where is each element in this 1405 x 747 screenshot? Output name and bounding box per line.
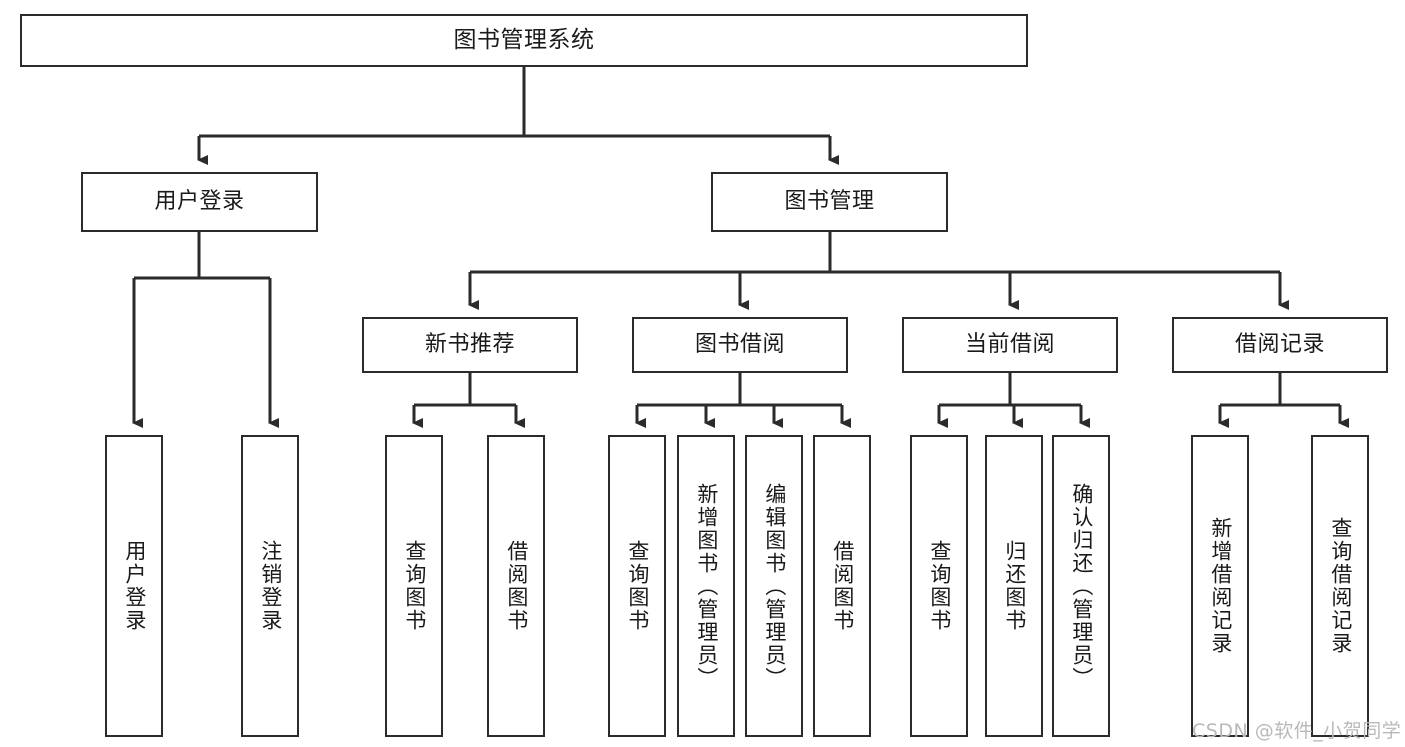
node-leaf-return-book-label: 归还图书 [1002, 540, 1027, 632]
node-leaf-query-borrow-record-label: 查询借阅记录 [1328, 517, 1353, 655]
node-leaf-borrow-book-1-label: 借阅图书 [504, 540, 529, 632]
node-leaf-query-book-1-label: 查询图书 [402, 540, 427, 632]
watermark: CSDN @软件_小贺同学 [1192, 720, 1402, 742]
node-leaf-edit-book-admin[interactable]: 编辑图书（管理员） [745, 435, 803, 737]
node-user-login-label: 用户登录 [154, 189, 245, 215]
node-book-borrow-label: 图书借阅 [694, 332, 785, 358]
node-leaf-logout-label: 注销登录 [258, 540, 283, 632]
node-leaf-query-book-3-label: 查询图书 [927, 540, 952, 632]
node-leaf-query-book-1[interactable]: 查询图书 [385, 435, 443, 737]
node-root[interactable]: 图书管理系统 [20, 14, 1028, 67]
node-leaf-confirm-return-admin[interactable]: 确认归还（管理员） [1052, 435, 1110, 737]
node-leaf-query-borrow-record[interactable]: 查询借阅记录 [1311, 435, 1369, 737]
node-book-manage[interactable]: 图书管理 [711, 172, 948, 232]
node-borrow-records-label: 借阅记录 [1234, 332, 1325, 358]
node-leaf-user-login[interactable]: 用户登录 [105, 435, 163, 737]
node-new-book-recommend-label: 新书推荐 [424, 332, 515, 358]
node-leaf-borrow-book-1[interactable]: 借阅图书 [487, 435, 545, 737]
node-leaf-add-borrow-record[interactable]: 新增借阅记录 [1191, 435, 1249, 737]
node-leaf-user-login-label: 用户登录 [122, 540, 147, 632]
node-leaf-add-book-admin[interactable]: 新增图书（管理员） [677, 435, 735, 737]
node-leaf-borrow-book-2-label: 借阅图书 [830, 540, 855, 632]
node-leaf-return-book[interactable]: 归还图书 [985, 435, 1043, 737]
node-new-book-recommend[interactable]: 新书推荐 [362, 317, 578, 373]
node-book-borrow[interactable]: 图书借阅 [632, 317, 848, 373]
node-leaf-add-book-admin-label: 新增图书（管理员） [694, 482, 719, 690]
node-root-label: 图书管理系统 [453, 27, 595, 54]
node-leaf-query-book-2-label: 查询图书 [625, 540, 650, 632]
node-leaf-borrow-book-2[interactable]: 借阅图书 [813, 435, 871, 737]
node-leaf-logout[interactable]: 注销登录 [241, 435, 299, 737]
node-user-login[interactable]: 用户登录 [81, 172, 318, 232]
node-leaf-query-book-3[interactable]: 查询图书 [910, 435, 968, 737]
node-current-borrow-label: 当前借阅 [964, 332, 1055, 358]
node-leaf-add-borrow-record-label: 新增借阅记录 [1208, 517, 1233, 655]
node-book-manage-label: 图书管理 [784, 189, 875, 215]
node-current-borrow[interactable]: 当前借阅 [902, 317, 1118, 373]
node-borrow-records[interactable]: 借阅记录 [1172, 317, 1388, 373]
node-leaf-query-book-2[interactable]: 查询图书 [608, 435, 666, 737]
node-leaf-confirm-return-admin-label: 确认归还（管理员） [1069, 482, 1094, 690]
node-leaf-edit-book-admin-label: 编辑图书（管理员） [762, 482, 787, 690]
